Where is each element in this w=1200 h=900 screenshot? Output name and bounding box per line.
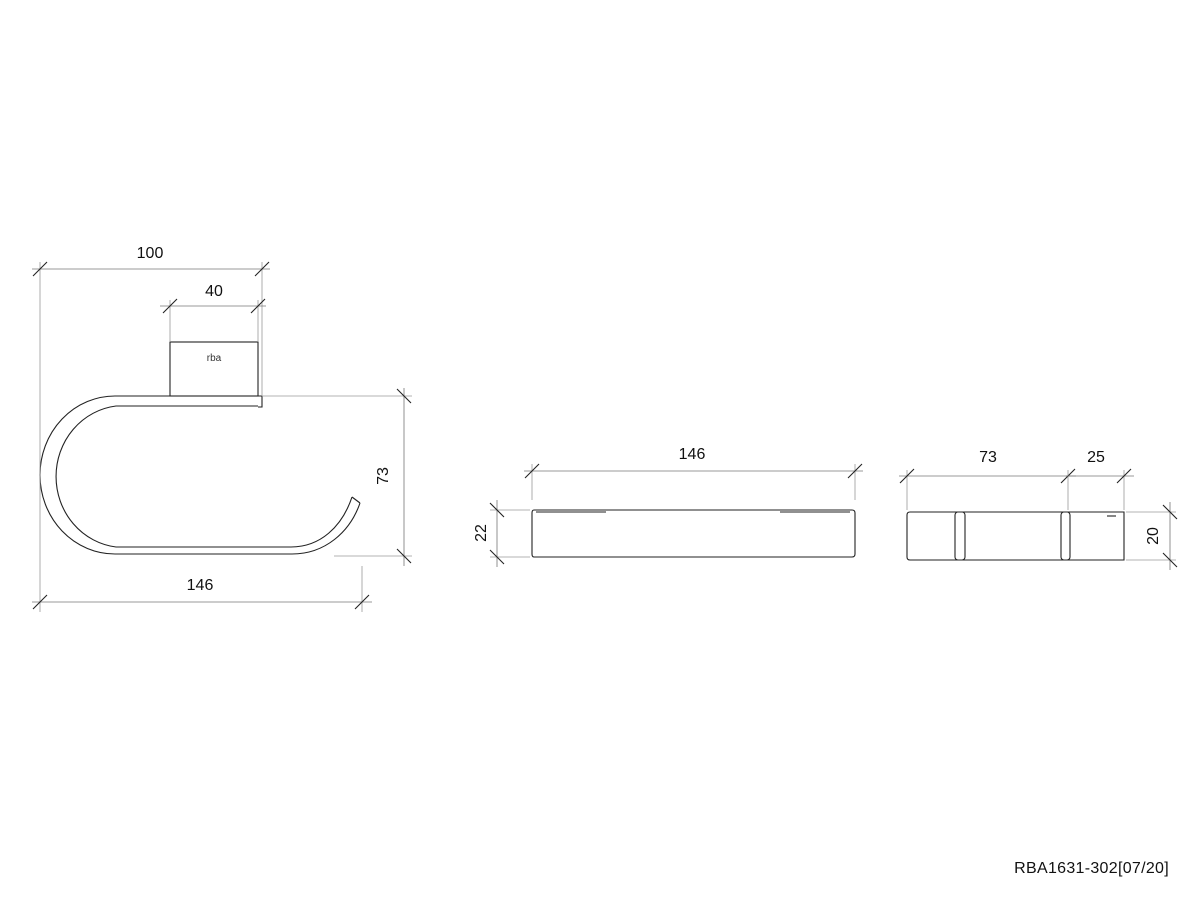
dimension-tick	[354, 594, 370, 610]
top-dim-length-label: 146	[679, 446, 706, 463]
dimension-tick	[1116, 468, 1132, 484]
dimension-tick	[250, 298, 266, 314]
mount-block-logo: rba	[207, 353, 222, 364]
dimension-tick	[847, 463, 863, 479]
side-dim-width-label: 73	[979, 449, 997, 466]
dimension-tick	[254, 261, 270, 277]
top-view-body	[531, 509, 856, 558]
towel-ring-inner	[55, 405, 353, 548]
dimension-tick	[899, 468, 915, 484]
top-dim-depth-label: 22	[473, 524, 490, 542]
dimension-tick	[1162, 504, 1178, 520]
side-view-collar	[1060, 511, 1071, 561]
mount-block	[169, 341, 259, 397]
drawing-code: RBA1631-302[07/20]	[1014, 860, 1169, 877]
dim-total-width-label: 100	[137, 245, 164, 262]
towel-ring-outer	[39, 395, 361, 555]
dim-height-label: 73	[375, 467, 392, 485]
side-dim-height-label: 20	[1145, 527, 1162, 545]
top-view: 146 22	[473, 446, 863, 567]
ring-end-cap	[351, 496, 361, 504]
dim-block-width-label: 40	[205, 283, 223, 300]
side-view-body	[906, 511, 1125, 561]
front-view: rba 100 40 73 146	[32, 245, 412, 612]
dimension-tick	[524, 463, 540, 479]
ring-top-cap	[258, 396, 263, 408]
dimension-tick	[489, 549, 505, 565]
side-dim-block-label: 25	[1087, 449, 1105, 466]
dimension-tick	[162, 298, 178, 314]
dimension-tick	[32, 594, 48, 610]
dimension-tick	[32, 261, 48, 277]
dimension-tick	[489, 502, 505, 518]
dimension-tick	[1162, 552, 1178, 568]
dim-length-label: 146	[187, 577, 214, 594]
side-view: 73 25 20	[899, 449, 1178, 570]
dimension-tick	[396, 388, 412, 404]
side-view-collar	[954, 511, 966, 561]
dimension-tick	[396, 548, 412, 564]
